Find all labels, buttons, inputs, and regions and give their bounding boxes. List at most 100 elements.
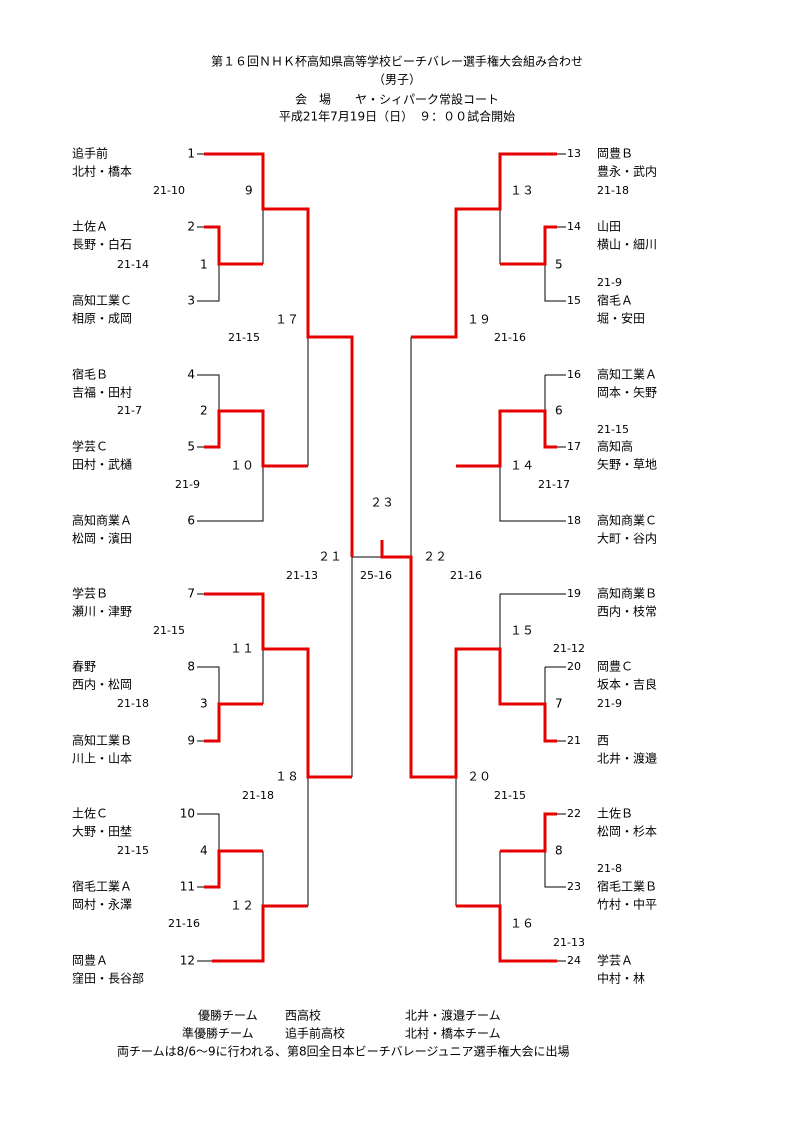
team-players: 松岡・濱田 xyxy=(72,532,132,546)
team-school: 高知商業Ｃ xyxy=(597,513,657,528)
team-seed: 9 xyxy=(187,734,195,748)
team-players: 岡村・永澤 xyxy=(72,898,132,912)
match-score: 21-15 xyxy=(117,844,149,857)
team-school: 岡豊Ａ xyxy=(72,954,108,968)
team-school: 春野 xyxy=(72,660,96,674)
bracket-line xyxy=(455,777,566,962)
winner-line xyxy=(204,409,308,468)
bracket-line xyxy=(499,593,566,742)
winner-line xyxy=(204,152,354,557)
match-number: １０ xyxy=(230,459,254,473)
match-score: 21-18 xyxy=(117,697,149,710)
champion-team: 北井・渡邉チーム xyxy=(405,1008,501,1023)
match-score: 21-15 xyxy=(228,331,260,344)
team-seed: 10 xyxy=(180,807,195,821)
team-players: 矢野・草地 xyxy=(597,458,657,472)
team-seed: 3 xyxy=(187,294,195,308)
team-players: 田村・武樋 xyxy=(72,457,132,472)
winner-line xyxy=(500,225,557,266)
match-number: 3 xyxy=(200,697,208,711)
team-school: 学芸Ｃ xyxy=(72,439,108,454)
team-seed: 24 xyxy=(567,954,581,967)
team-seed: 15 xyxy=(567,294,581,307)
match-score: 21-17 xyxy=(538,478,570,491)
team-school: 土佐Ａ xyxy=(72,220,108,234)
match-score: 21-15 xyxy=(494,789,526,802)
match-number: 5 xyxy=(555,258,563,272)
champion-label: 優勝チーム xyxy=(198,1008,258,1023)
team-players: 瀬川・津野 xyxy=(72,605,132,619)
match-number: 6 xyxy=(555,404,563,418)
team-players: 大町・谷内 xyxy=(597,532,657,546)
team-school: 宿毛工業Ａ xyxy=(72,879,132,894)
team-school: 高知工業Ａ xyxy=(597,367,657,382)
team-school: 高知工業Ｂ xyxy=(72,733,132,748)
team-players: 相原・成岡 xyxy=(72,312,132,326)
winner-line xyxy=(204,702,263,743)
match-score: 21-9 xyxy=(175,478,200,491)
team-players: 大野・田埜 xyxy=(72,825,132,839)
match-number: 1 xyxy=(200,258,208,272)
match-number: １２ xyxy=(230,899,254,913)
team-players: 豊永・武内 xyxy=(597,165,657,179)
team-seed: 7 xyxy=(187,587,195,601)
match-number: ２１ xyxy=(318,550,342,564)
match-number: １３ xyxy=(510,184,534,198)
match-number: １９ xyxy=(467,313,491,327)
match-score: 21-16 xyxy=(168,917,200,930)
match-score: 21-7 xyxy=(117,404,142,417)
bracket-line xyxy=(197,593,264,742)
match-score: 21-12 xyxy=(553,642,585,655)
team-seed: 18 xyxy=(567,514,581,527)
bracket-line xyxy=(455,153,566,337)
team-players: 松岡・杉本 xyxy=(597,825,657,839)
team-school: 高知高 xyxy=(597,439,633,454)
bracket-line xyxy=(499,374,566,522)
team-players: 川上・山本 xyxy=(72,752,132,766)
team-school: 西 xyxy=(597,734,609,748)
runnerup-label: 準優勝チーム xyxy=(182,1026,254,1041)
team-seed: 22 xyxy=(567,807,581,820)
champion-school: 西高校 xyxy=(285,1008,321,1023)
match-score: 21-16 xyxy=(450,569,482,582)
team-school: 宿毛Ａ xyxy=(597,293,633,308)
bracket-line xyxy=(197,153,264,302)
team-players: 西内・松岡 xyxy=(72,678,132,692)
team-school: 高知工業Ｃ xyxy=(72,293,132,308)
match-score: 21-13 xyxy=(553,936,585,949)
team-school: 土佐Ｃ xyxy=(72,807,108,821)
match-score: 21-15 xyxy=(153,624,185,637)
match-score: 21-14 xyxy=(117,258,149,271)
match-number: １７ xyxy=(275,313,299,327)
match-score: 21-18 xyxy=(597,184,629,197)
team-players: 堀・安田 xyxy=(597,311,645,326)
venue-label: 会 場 ヤ・シィパーク常設コート xyxy=(295,92,499,107)
bracket-line xyxy=(197,777,309,962)
header: 第１６回ＮＨＫ杯高知県高等学校ビーチバレー選手権大会組み合わせ （男子） 会 場… xyxy=(211,54,583,124)
match-number: １８ xyxy=(275,770,299,784)
match-score: 21-10 xyxy=(153,184,185,197)
team-players: 横山・細川 xyxy=(597,238,657,252)
match-score: 21-13 xyxy=(286,569,318,582)
team-seed: 11 xyxy=(180,880,195,894)
match-score: 21-9 xyxy=(597,276,622,289)
match-number: 7 xyxy=(555,697,563,711)
winner-line xyxy=(204,225,263,266)
team-seed: 14 xyxy=(567,220,581,233)
runnerup-team: 北村・橋本チーム xyxy=(405,1027,501,1041)
match-number: 2 xyxy=(200,404,208,418)
team-seed: 6 xyxy=(187,514,195,528)
match-number: ２２ xyxy=(423,550,447,564)
bracket-line xyxy=(197,337,309,522)
team-players: 岡本・矢野 xyxy=(597,386,657,400)
team-players: 吉福・田村 xyxy=(72,385,132,400)
winner-line xyxy=(500,812,557,853)
team-seed: 20 xyxy=(567,660,581,673)
team-players: 西内・枝常 xyxy=(597,604,657,619)
winner-line xyxy=(204,849,263,889)
match-score: 21-18 xyxy=(242,789,274,802)
winner-line xyxy=(411,152,557,339)
team-seed: 19 xyxy=(567,587,581,600)
